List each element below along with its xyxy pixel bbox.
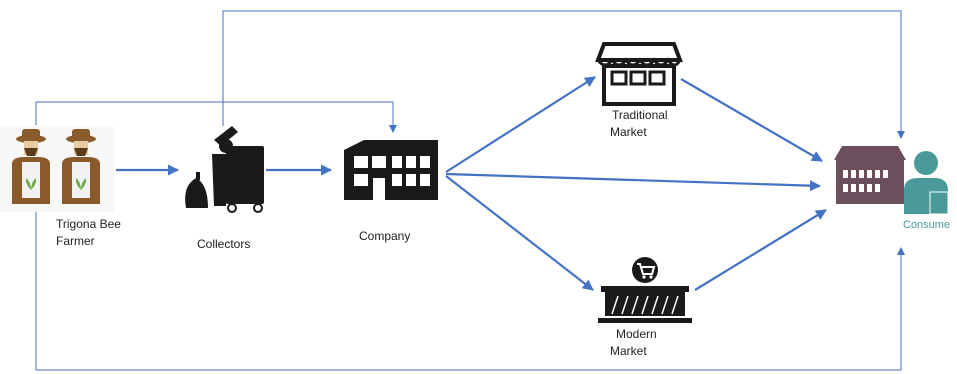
edge-traditional-market-to-consumer <box>680 78 823 162</box>
edge-company-to-traditional-market <box>445 76 596 173</box>
collectors-label: Collectors <box>197 237 251 251</box>
modern-market-icon <box>596 254 692 326</box>
direct-arrows <box>116 76 827 291</box>
farmer-icon <box>0 126 114 212</box>
modern-market-label-line1: Modern <box>616 327 657 341</box>
consumer-label: Consume <box>903 219 951 231</box>
edge-company-to-modern-market <box>445 175 594 291</box>
traditional-market-label-line1: Traditional <box>612 108 668 122</box>
farmer-label: Trigona Bee Farmer <box>56 216 121 250</box>
routed-connectors <box>35 10 905 371</box>
traditional-market-label-line2: Market <box>610 125 647 139</box>
traditional-market-icon <box>595 42 683 106</box>
edge-farmer-to-company <box>35 101 397 133</box>
modern-market-label-line2: Market <box>610 344 647 358</box>
company-label: Company <box>359 229 411 243</box>
edge-company-to-consumer <box>445 172 821 192</box>
farmer-label-line2: Farmer <box>56 234 95 248</box>
consumer-icon <box>834 146 949 215</box>
farmer-figure-left <box>12 129 50 204</box>
farmer-label-line1: Trigona Bee <box>56 217 121 231</box>
farmer-figure-right <box>62 129 100 204</box>
traditional-market-label: Traditional Market <box>610 107 668 141</box>
modern-market-label: Modern Market <box>610 326 657 360</box>
collector-icon <box>180 126 266 213</box>
edge-modern-market-to-consumer <box>694 209 827 291</box>
company-building-icon <box>335 135 445 212</box>
edge-farmer-to-consumer <box>35 212 905 371</box>
edge-collectors-to-consumer <box>222 10 905 139</box>
